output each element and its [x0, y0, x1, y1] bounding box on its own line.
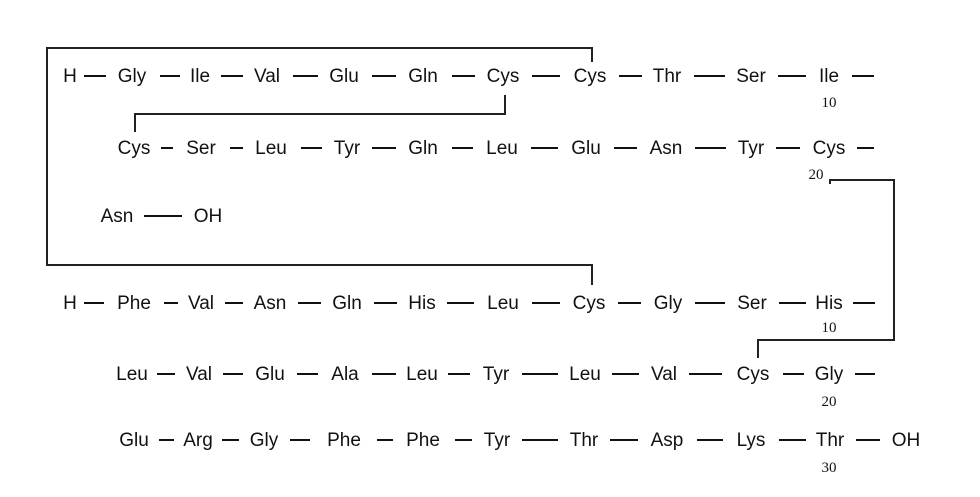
residue-b25: Phe — [406, 430, 440, 451]
residue-b30: Thr — [816, 430, 845, 451]
residue-b18: Val — [651, 364, 677, 385]
residue-b13: Glu — [255, 364, 285, 385]
residue-b26: Tyr — [484, 430, 511, 451]
chain-a-row-3: Asn OH — [101, 206, 223, 227]
residue-b8: Gly — [654, 293, 683, 314]
residue-b4: Gln — [332, 293, 362, 314]
residue-a9: Ser — [736, 66, 766, 87]
position-number-b10: 10 — [822, 320, 837, 336]
residue-a1: Gly — [118, 66, 147, 87]
residue-b19: Cys — [737, 364, 770, 385]
residue-b27: Thr — [570, 430, 599, 451]
residue-a6: Cys — [487, 66, 520, 87]
chain-b-row-2: Leu Val Glu Ala Leu Tyr Leu Val Cys Gly … — [116, 364, 875, 410]
residue-b17: Leu — [569, 364, 601, 385]
disulfide-bridge-a7-b7 — [46, 47, 593, 285]
residue-b5: His — [408, 293, 435, 314]
residue-b9: Ser — [737, 293, 767, 314]
chain-a-row-2: Cys Ser Leu Tyr Gln Leu Glu Asn Tyr Cys … — [118, 138, 874, 183]
residue-b21: Glu — [119, 430, 149, 451]
residue-a8: Thr — [653, 66, 682, 87]
disulfide-bridge-a20-b19 — [757, 179, 895, 358]
residue-b24: Phe — [327, 430, 361, 451]
residue-a16: Leu — [486, 138, 518, 159]
residue-a3: Val — [254, 66, 280, 87]
residue-a19: Tyr — [738, 138, 765, 159]
position-number-b30: 30 — [822, 460, 837, 476]
residue-b23: Gly — [250, 430, 279, 451]
residue-a17: Glu — [571, 138, 601, 159]
residue-b11: Leu — [116, 364, 148, 385]
residue-b22: Arg — [183, 430, 213, 451]
chain-a-row-1: H Gly Ile Val Glu Gln Cys Cys Thr Ser Il… — [63, 66, 874, 111]
position-number-a20: 20 — [809, 167, 824, 183]
residue-a15: Gln — [408, 138, 438, 159]
residue-a21: Asn — [101, 206, 134, 227]
residue-b3: Asn — [254, 293, 287, 314]
residue-b29: Lys — [737, 430, 766, 451]
chain-b-row-1: H Phe Val Asn Gln His Leu Cys Gly Ser Hi… — [63, 293, 875, 336]
residue-b16: Tyr — [483, 364, 510, 385]
residue-a13: Leu — [255, 138, 287, 159]
residue-a10: Ile — [819, 66, 839, 87]
residue-b20: Gly — [815, 364, 844, 385]
residue-b2: Val — [188, 293, 214, 314]
residue-b12: Val — [186, 364, 212, 385]
residue-b15: Leu — [406, 364, 438, 385]
residue-a7: Cys — [574, 66, 607, 87]
residue-a11: Cys — [118, 138, 151, 159]
residue-b6: Leu — [487, 293, 519, 314]
residue-b7: Cys — [573, 293, 606, 314]
chain-b-row-3: Glu Arg Gly Phe Phe Tyr Thr Asp Lys Thr … — [119, 430, 920, 476]
residue-a5: Gln — [408, 66, 438, 87]
residue-a4: Glu — [329, 66, 359, 87]
residue-a-oh: OH — [194, 206, 223, 227]
residue-a18: Asn — [650, 138, 683, 159]
residue-a12: Ser — [186, 138, 216, 159]
position-number-a10: 10 — [822, 95, 837, 111]
residue-b1: Phe — [117, 293, 151, 314]
residue-a2: Ile — [190, 66, 210, 87]
residue-a14: Tyr — [334, 138, 361, 159]
residue-b10: His — [815, 293, 842, 314]
residue-b28: Asp — [651, 430, 684, 451]
position-number-b20: 20 — [822, 394, 837, 410]
residue-a20: Cys — [813, 138, 846, 159]
residue-b-oh: OH — [892, 430, 921, 451]
residue-b-h: H — [63, 293, 77, 314]
residue-b14: Ala — [331, 364, 359, 385]
disulfide-bridge-a6-a11 — [134, 95, 506, 132]
residue-a-h: H — [63, 66, 77, 87]
